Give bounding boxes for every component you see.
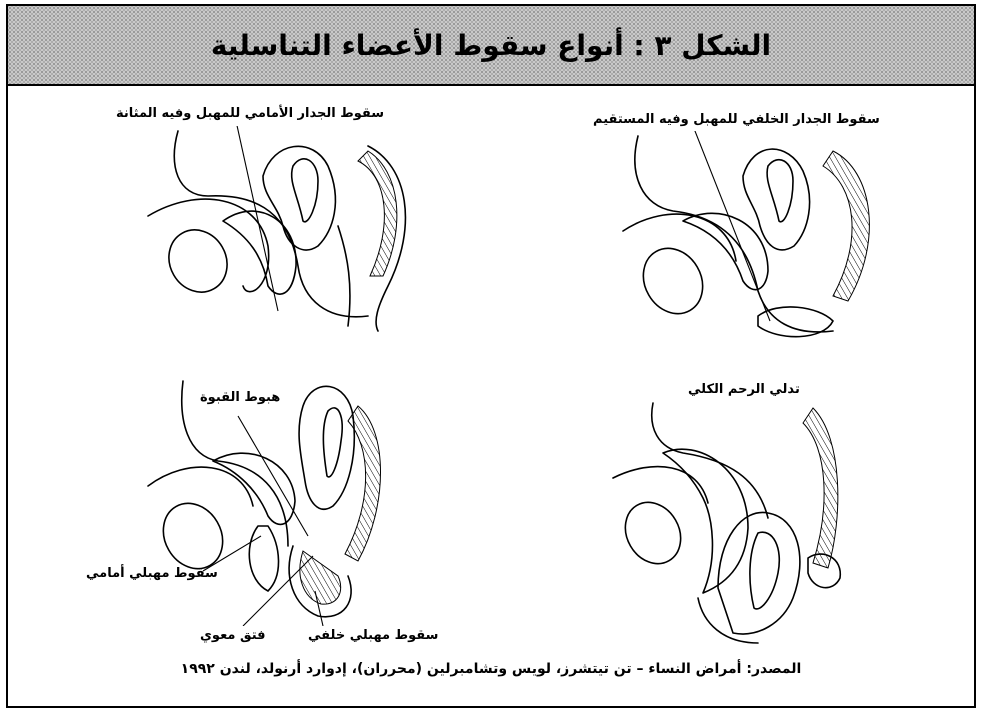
illustration-vault-prolapse	[143, 376, 403, 626]
label-posterior-wall-prolapse: سقوط الجدار الخلفي للمهبل وفيه المستقيم	[593, 112, 880, 127]
figure-title: الشكل ٣ : أنواع سقوط الأعضاء التناسلية	[211, 29, 771, 62]
label-total-uterine-prolapse: تدلي الرحم الكلي	[688, 382, 800, 397]
illustration-anterior-wall-prolapse	[138, 126, 438, 336]
source-citation: المصدر: أمراض النساء – تن تيتشرز، لويس و…	[8, 661, 974, 677]
figure-frame: الشكل ٣ : أنواع سقوط الأعضاء التناسلية س…	[6, 4, 976, 708]
label-anterior-wall-prolapse: سقوط الجدار الأمامي للمهبل وفيه المثانة	[116, 106, 384, 121]
label-enterocele: فتق معوي	[200, 628, 266, 643]
illustration-total-uterine-prolapse	[608, 398, 908, 648]
label-posterior-vaginal-prolapse: سقوط مهبلي خلفي	[308, 628, 438, 643]
title-bar: الشكل ٣ : أنواع سقوط الأعضاء التناسلية	[8, 6, 974, 86]
illustration-posterior-wall-prolapse	[618, 131, 918, 346]
